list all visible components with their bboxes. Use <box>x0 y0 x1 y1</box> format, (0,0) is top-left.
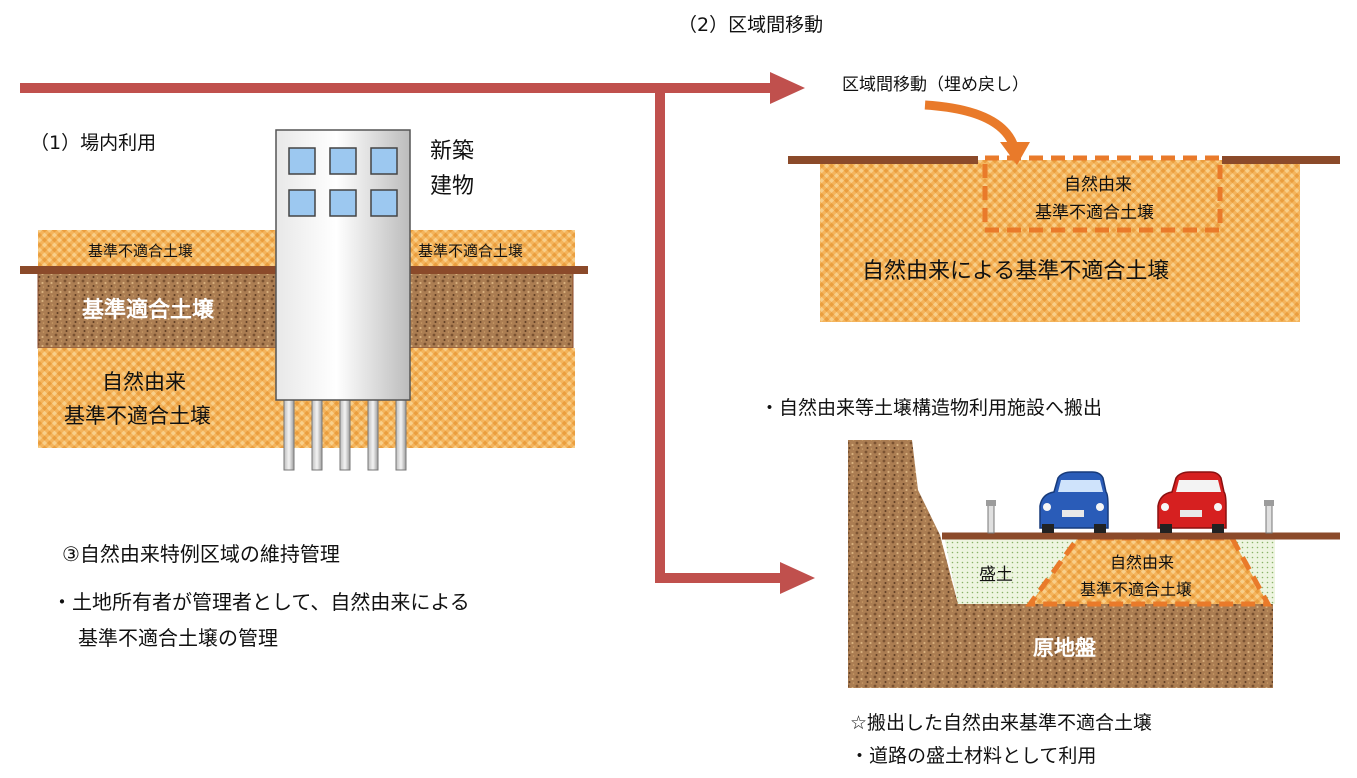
pit-label-line2: 基準不適合土壌 <box>1035 203 1154 223</box>
section1-cross-section <box>20 129 588 471</box>
export-note-line1: ☆搬出した自然由来基準不適合土壌 <box>850 712 1153 734</box>
movement-label: 区域間移動（埋め戻し） <box>842 75 1029 95</box>
retaining-cut-slope <box>848 440 958 604</box>
backfill-curved-arrow <box>924 100 1020 152</box>
blue-car <box>1039 471 1109 533</box>
red-car <box>1157 471 1227 533</box>
facility-heading: ・自然由来等土壌構造物利用施設へ搬出 <box>760 397 1103 419</box>
guardrail-post-left <box>986 500 996 534</box>
flow-arrows <box>20 72 815 594</box>
trapezoid-label-line2: 基準不適合土壌 <box>1080 580 1193 599</box>
export-note-line2: ・道路の盛土材料として利用 <box>850 745 1097 767</box>
new-building <box>275 129 411 401</box>
section2-title: （2）区域間移動 <box>678 14 824 36</box>
building-label-line1: 新築 <box>430 139 475 164</box>
building-label-line2: 建物 <box>430 174 475 199</box>
trapezoid-label-line1: 自然由来 <box>1110 553 1175 572</box>
natural-soil-label-line1: 自然由来 <box>102 370 186 394</box>
guardrail-post-right <box>1264 500 1274 534</box>
pit-label-line1: 自然由来 <box>1064 175 1132 195</box>
section1-title: （1）場内利用 <box>30 132 157 154</box>
backfill-arrowhead <box>1000 142 1030 165</box>
management-line2: ・土地所有者が管理者として、自然由来による <box>52 590 470 614</box>
receiving-area-label: 自然由来による基準不適合土壌 <box>862 259 1170 284</box>
natural-soil-label-line2: 基準不適合土壌 <box>64 404 211 428</box>
embankment-label: 盛土 <box>979 565 1013 585</box>
branch-arrowhead <box>780 562 815 594</box>
main-arrowhead <box>770 72 805 104</box>
embedded-soil-trapezoid <box>1025 535 1273 607</box>
top-soil-label-left: 基準不適合土壌 <box>88 242 194 260</box>
top-soil-label-right: 基準不適合土壌 <box>418 242 524 260</box>
section3-cross-section <box>848 440 1340 688</box>
original-ground-label: 原地盤 <box>1033 636 1096 660</box>
compliant-soil-label: 基準適合土壌 <box>82 298 215 323</box>
management-heading: ③自然由来特例区域の維持管理 <box>62 542 340 566</box>
receiving-area-soil <box>820 160 1300 322</box>
backfill-pit-outline <box>982 155 1223 233</box>
original-ground <box>848 604 1273 688</box>
management-line3: 基準不適合土壌の管理 <box>78 626 278 650</box>
section2-cross-section <box>788 100 1340 322</box>
building-windows <box>288 147 398 217</box>
